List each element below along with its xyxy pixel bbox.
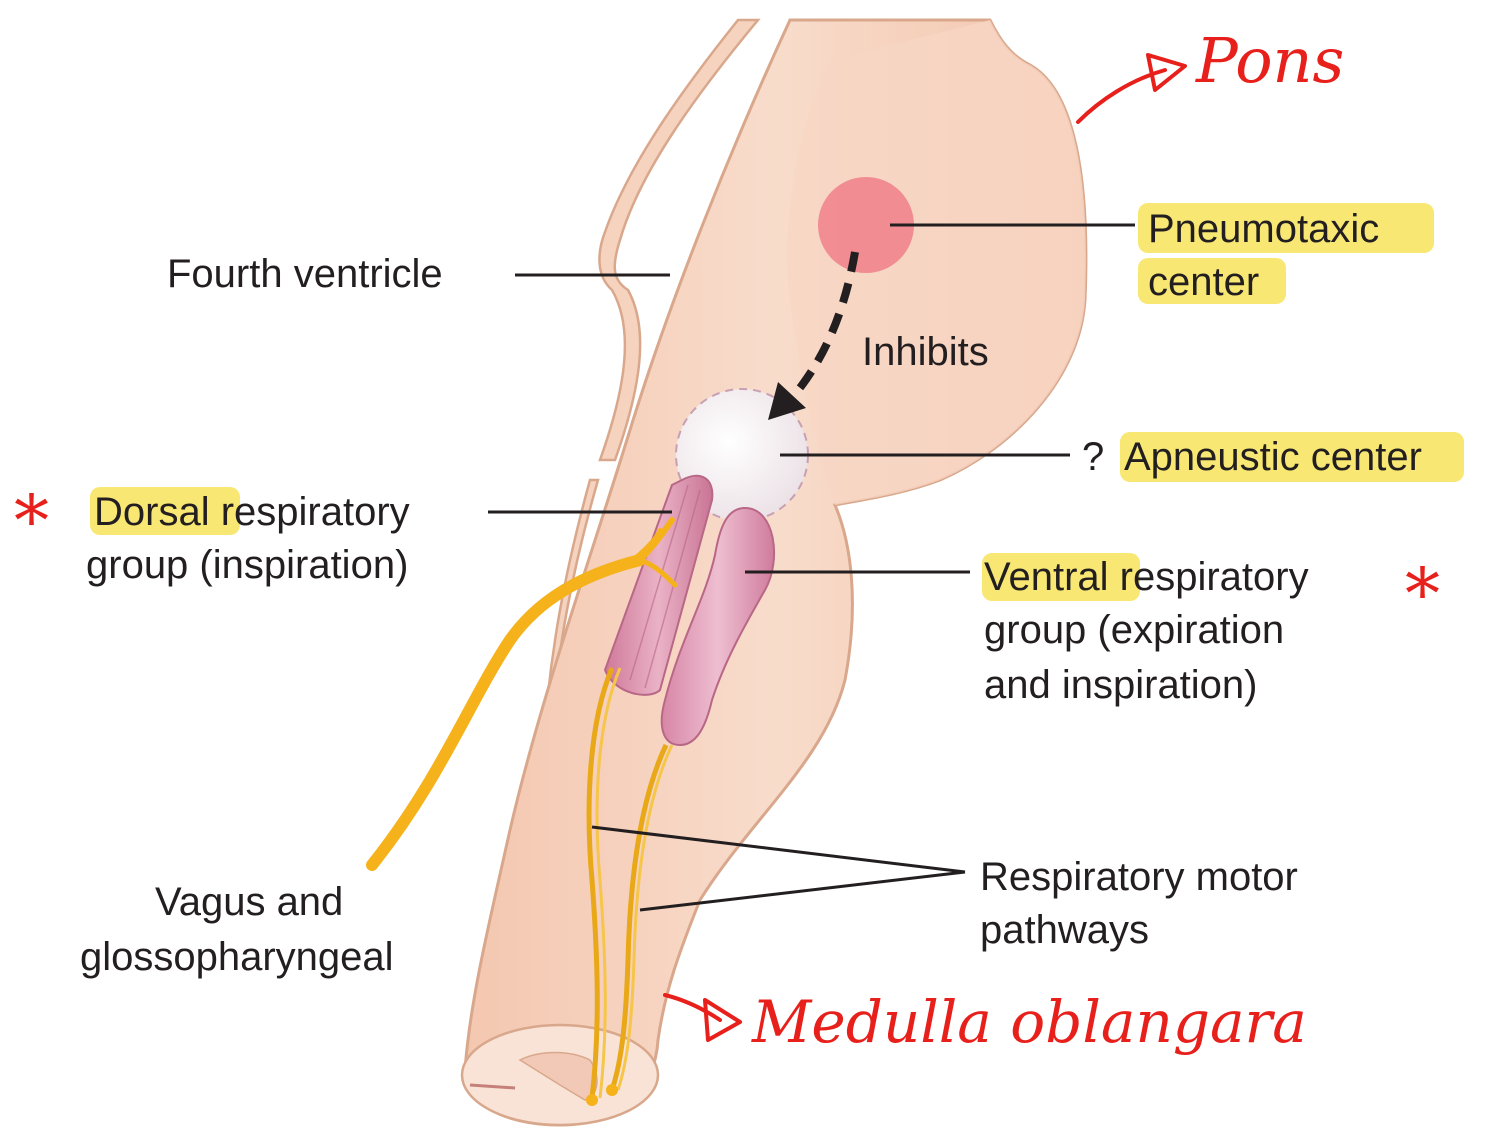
- label-motor-line2: pathways: [980, 908, 1149, 952]
- label-dorsal-word: Dorsal: [94, 490, 210, 534]
- label-fourth-ventricle: Fourth ventricle: [167, 252, 443, 296]
- label-apneustic-question: ?: [1082, 435, 1104, 479]
- label-vagus-line2: glossopharyngeal: [80, 935, 394, 979]
- label-dorsal-rest: respiratory: [210, 490, 410, 534]
- label-pneumotaxic-line2: center: [1148, 260, 1259, 304]
- label-motor-line1: Respiratory motor: [980, 855, 1298, 899]
- label-vagus-line1: Vagus and: [155, 880, 343, 924]
- annotation-pons: Pons: [1195, 24, 1344, 97]
- label-ventral-line2: group (expiration: [984, 608, 1284, 652]
- label-pneumotaxic-line1: Pneumotaxic: [1148, 207, 1379, 251]
- medulla-arrowhead-icon: [705, 1000, 740, 1040]
- label-inhibits: Inhibits: [862, 330, 989, 374]
- annotation-medulla: Medulla oblangara: [751, 988, 1307, 1056]
- label-ventral-word: Ventral: [984, 555, 1109, 599]
- star-dorsal-icon: *: [14, 480, 49, 562]
- star-ventral-icon: *: [1405, 553, 1440, 635]
- label-dorsal-line2: group (inspiration): [86, 543, 408, 587]
- label-ventral-line1: Ventral respiratory: [984, 555, 1309, 599]
- label-ventral-line3: and inspiration): [984, 663, 1258, 707]
- medulla-arrow-icon: [665, 995, 720, 1020]
- label-apneustic: Apneustic center: [1124, 435, 1422, 479]
- label-dorsal-line1: Dorsal respiratory: [94, 490, 410, 534]
- label-ventral-rest: respiratory: [1109, 555, 1309, 599]
